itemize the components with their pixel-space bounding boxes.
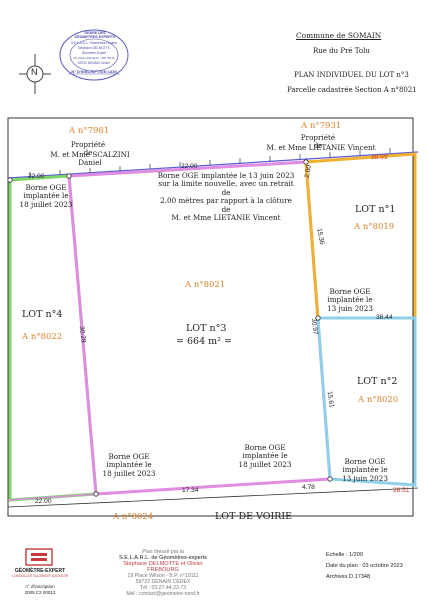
measure-bottom-left: 22.00 xyxy=(35,498,52,505)
north-label: N xyxy=(31,67,38,77)
lot4-label: LOT n°4 xyxy=(22,309,63,320)
road-limit-line xyxy=(7,487,419,508)
measure-top-right: 38.99 xyxy=(371,154,388,161)
a7931-owner-line1: Propriété de xyxy=(300,133,336,151)
borne-top-center: Borne OGE implantée le 13 juin 2023 sur … xyxy=(157,171,295,223)
parcel-a8024: A n°8024 xyxy=(113,512,154,522)
measure-bottom-small: 4.78 xyxy=(302,484,315,491)
stamp-line-1: S.E.L.A.R.L. Géomètres-Experts xyxy=(70,41,118,45)
lot3-area: = 664 m² = xyxy=(176,336,232,347)
lot2-boundary xyxy=(316,316,417,487)
stamp-line-3: Géomètre-Expert xyxy=(81,51,107,55)
a7931-owner-line2: M. et Mme LIETANIE Vincent xyxy=(266,143,376,152)
measure-top-mid: 22.00 xyxy=(181,163,198,170)
parcel-a8022: A n°8022 xyxy=(22,332,63,342)
parcel-a8020: A n°8020 xyxy=(358,395,399,405)
lot3-label: LOT n°3 xyxy=(186,323,227,334)
borne-bottom-right: Borne OGE implantée le 13 juin 2023 xyxy=(342,457,388,483)
borne-markers xyxy=(7,159,333,497)
stamp-line-2: Stéphane DELMOTTE xyxy=(78,46,110,50)
a7981-owner-line2: M. et Mme SCALZINI Daniel xyxy=(50,150,130,168)
plan-scale: Echelle : 1/200 xyxy=(326,552,364,558)
stamp-line-4: 19, Place WILSON – BP 70111 xyxy=(73,56,115,60)
parcel-a8021: A n°8021 xyxy=(185,280,226,290)
drawn-by-block: Plan dressé par la S.E.L.A.R.L. de Géomè… xyxy=(119,549,207,597)
logo-tagline: CONSEILLER VALORISER GARANTIR xyxy=(11,574,69,578)
borne-bottom-mid: Borne OGE implantée le 18 juillet 2023 xyxy=(238,443,292,469)
lot1-label: LOT n°1 xyxy=(355,204,396,215)
measure-bottom-mid: 17.34 xyxy=(182,487,199,494)
archive-ref: Archives D.17348 xyxy=(326,574,371,580)
borne-right-mid: Borne OGE implantée le 13 juin 2023 xyxy=(327,287,373,313)
stamp-number: N° D'INSCRIPTION 1335 xyxy=(71,69,117,74)
commune-title: Commune de SOMAIN xyxy=(296,31,382,40)
plan-title: PLAN INDIVIDUEL DU LOT n°3 xyxy=(294,71,409,79)
borne-bottom-left: Borne OGE implantée le 18 juillet 2023 xyxy=(102,452,156,478)
logo-title: GÉOMÈTRE-EXPERT xyxy=(14,568,66,574)
inscription-label: n° d'inscription xyxy=(25,584,55,589)
street-name: Rue du Pré Tolu xyxy=(313,47,370,55)
geometre-expert-logo xyxy=(24,547,54,567)
stamp-line-5: 59722 DENAIN Cedex xyxy=(78,61,110,65)
measure-top-left: 22.00 xyxy=(28,173,45,180)
plan-date: Date du plan : 03 octobre 2023 xyxy=(326,563,403,569)
measure-mid-right: 38.44 xyxy=(376,314,393,321)
geometre-stamp: ORDRE DES GEOMETRES-EXPERTS S.E.L.A.R.L.… xyxy=(58,28,130,82)
inscription-value: 2005 C2 00013 xyxy=(24,590,56,595)
a7981-owner-line1: Propriété de xyxy=(70,140,106,158)
borne-top-left: Borne OGE implantée le 18 juillet 2023 xyxy=(19,183,73,209)
voirie-label: LOT DE VOIRIE xyxy=(215,511,293,522)
road-edge-line xyxy=(7,478,331,501)
parcel-a7981: A n°7981 xyxy=(69,126,110,136)
stamp-arc-text: ORDRE DES GEOMETRES-EXPERTS xyxy=(74,31,116,39)
parcel-a7931: A n°7931 xyxy=(301,121,342,131)
parcel-section: Parcelle cadastrée Section A n°8021 xyxy=(287,86,417,94)
lot2-label: LOT n°2 xyxy=(357,376,398,387)
north-boundary-line xyxy=(7,151,419,179)
measure-bottom-right: 28.51 xyxy=(393,487,410,494)
north-arrow-icon: N xyxy=(18,52,52,96)
fence-hatch xyxy=(29,148,391,177)
parcel-a8019: A n°8019 xyxy=(354,222,395,232)
